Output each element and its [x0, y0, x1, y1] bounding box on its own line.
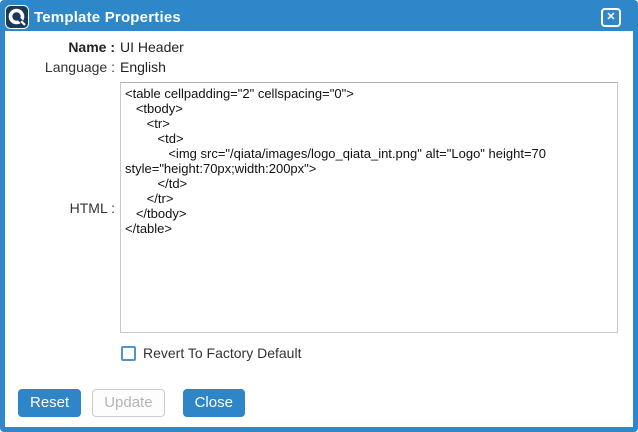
language-row: Language : English [5, 59, 633, 75]
revert-to-factory-default-checkbox[interactable] [121, 345, 136, 361]
name-value: UI Header [120, 39, 184, 55]
revert-checkbox-row: Revert To Factory Default [121, 345, 633, 361]
qiata-logo-icon [5, 5, 29, 29]
dialog-body: Name : UI Header Language : English HTML… [5, 30, 633, 361]
dialog-title: Template Properties [34, 9, 181, 26]
language-label: Language : [44, 59, 115, 75]
dialog-footer: Reset Update Close [18, 389, 245, 417]
html-editor-textarea[interactable]: <table cellpadding="2" cellspacing="0"> … [120, 82, 618, 333]
html-label: HTML : [69, 199, 115, 216]
language-value: English [120, 59, 166, 75]
close-button[interactable]: ✕ [601, 8, 621, 27]
revert-checkbox-label: Revert To Factory Default [143, 345, 302, 361]
name-label: Name : [68, 39, 115, 55]
close-action-button[interactable]: Close [182, 389, 245, 417]
name-row: Name : UI Header [5, 39, 633, 55]
html-row: HTML : <table cellpadding="2" cellspacin… [5, 82, 633, 333]
dialog-titlebar: Template Properties ✕ [5, 5, 633, 31]
close-icon: ✕ [606, 11, 616, 23]
update-button[interactable]: Update [92, 389, 165, 417]
reset-button[interactable]: Reset [18, 389, 82, 417]
